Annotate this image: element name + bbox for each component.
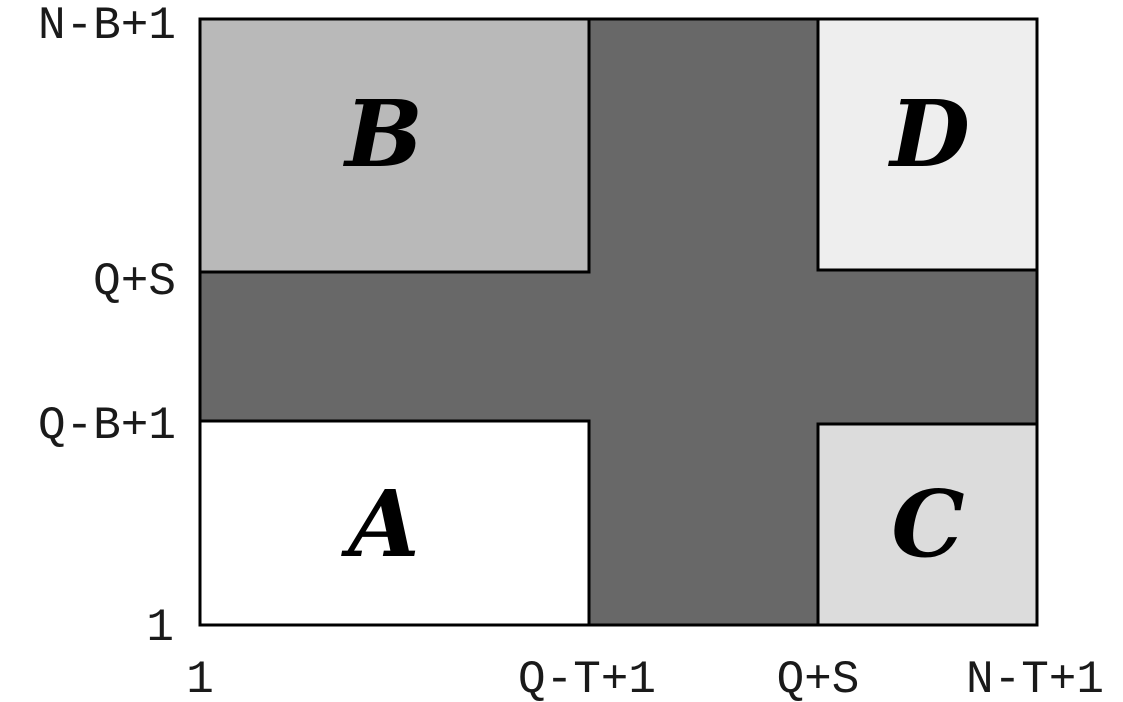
region-a [198, 419, 591, 627]
y-label-lower-mid: Q-B+1 [38, 400, 176, 452]
region-d-label: D [887, 80, 970, 188]
y-label-bottom: 1 [146, 602, 174, 654]
region-b [198, 17, 591, 274]
y-label-top: N-B+1 [38, 0, 176, 52]
outer-frame [198, 17, 1039, 627]
x-label-mid-right: Q+S [777, 654, 860, 702]
region-c-label: C [891, 470, 964, 578]
region-a-label: A [340, 470, 419, 578]
x-label-right: N-T+1 [966, 654, 1104, 702]
y-label-upper-mid: Q+S [93, 256, 176, 308]
x-label-left: 1 [186, 654, 214, 702]
x-label-mid-left: Q-T+1 [518, 654, 656, 702]
region-b-label: B [342, 80, 423, 188]
